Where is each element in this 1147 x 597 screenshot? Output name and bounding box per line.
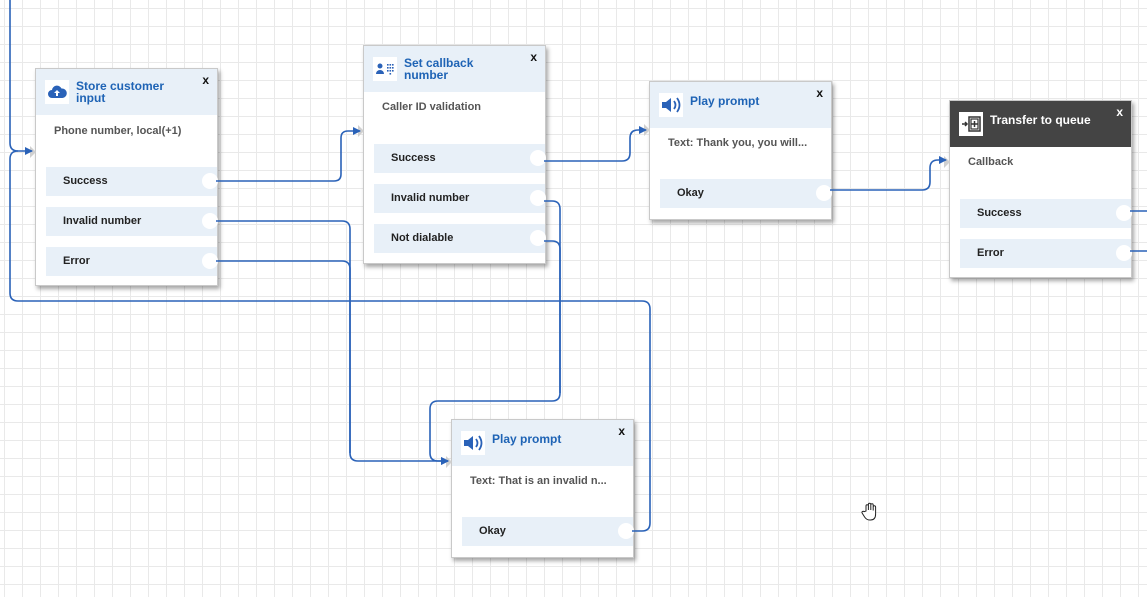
transfer-to-queue-block[interactable]: Transfer to queue x Callback Success Err… — [944, 100, 1132, 278]
contact-keypad-icon — [373, 57, 397, 81]
play-prompt-thank-you-block[interactable]: Play prompt x Text: Thank you, you will.… — [644, 81, 832, 220]
branch-okay[interactable]: Okay — [462, 517, 634, 546]
connector-set-not-dialable-to-play-prompt — [544, 240, 561, 393]
branch-output-port[interactable] — [530, 230, 546, 246]
close-block-button[interactable]: x — [816, 86, 823, 100]
branch-not-dialable[interactable]: Not dialable — [374, 224, 546, 253]
branch-label: Not dialable — [391, 232, 454, 244]
branch-success[interactable]: Success — [374, 144, 546, 173]
block-header[interactable]: Play prompt x — [650, 82, 831, 128]
block-description: Text: That is an invalid n... — [470, 475, 607, 487]
play-prompt-invalid-entry-port[interactable] — [446, 456, 452, 468]
branch-success[interactable]: Success — [960, 199, 1132, 228]
branch-invalid-number[interactable]: Invalid number — [46, 207, 218, 236]
transfer-queue-icon — [959, 112, 983, 136]
play-prompt-entry-port[interactable] — [644, 124, 650, 136]
branch-label: Success — [63, 175, 108, 187]
block-title: Store customer input — [76, 79, 165, 105]
close-block-button[interactable]: x — [202, 73, 209, 87]
block-description: Text: Thank you, you will... — [668, 137, 808, 149]
branch-success[interactable]: Success — [46, 167, 218, 196]
block-description: Callback — [968, 156, 1014, 168]
close-block-button[interactable]: x — [1116, 105, 1123, 119]
store-input-entry-port[interactable] — [30, 146, 36, 158]
set-callback-number-block[interactable]: Set callback number x Caller ID validati… — [358, 45, 546, 264]
block-header[interactable]: Set callback number x — [364, 46, 545, 92]
branch-output-port[interactable] — [202, 253, 218, 269]
branch-output-port[interactable] — [618, 523, 634, 539]
block-description: Phone number, local(+1) — [54, 125, 182, 137]
connector-entry-store-input — [9, 0, 33, 155]
transfer-queue-entry-port[interactable] — [944, 156, 950, 168]
branch-output-port[interactable] — [1116, 245, 1132, 261]
branch-output-port[interactable] — [202, 213, 218, 229]
branch-label: Error — [63, 255, 90, 267]
speaker-icon — [461, 431, 485, 455]
branch-okay[interactable]: Okay — [660, 179, 832, 208]
hand-cursor-icon — [861, 502, 877, 521]
branch-output-port[interactable] — [1116, 205, 1132, 221]
branch-label: Invalid number — [391, 192, 470, 204]
set-callback-entry-port[interactable] — [358, 125, 364, 137]
branch-error[interactable]: Error — [46, 247, 218, 276]
connector-store-success-to-set-callback — [216, 127, 361, 182]
branch-label: Error — [977, 247, 1004, 259]
close-block-button[interactable]: x — [618, 424, 625, 438]
store-customer-input-block[interactable]: Store customer input x Phone number, loc… — [30, 68, 218, 286]
branch-output-port[interactable] — [816, 185, 832, 201]
block-title: Transfer to queue — [990, 113, 1091, 127]
block-header[interactable]: Transfer to queue x — [950, 101, 1131, 147]
connector-set-success-to-play-prompt — [544, 126, 647, 162]
block-header[interactable]: Store customer input x — [36, 69, 217, 115]
branch-label: Success — [977, 207, 1022, 219]
close-block-button[interactable]: x — [530, 50, 537, 64]
branch-output-port[interactable] — [530, 190, 546, 206]
block-title: Set callback number — [404, 56, 474, 82]
block-description: Caller ID validation — [382, 101, 482, 113]
branch-label: Success — [391, 152, 436, 164]
branch-label: Invalid number — [63, 215, 142, 227]
cloud-upload-icon — [45, 80, 69, 104]
branch-error[interactable]: Error — [960, 239, 1132, 268]
block-header[interactable]: Play prompt x — [452, 420, 633, 466]
play-prompt-invalid-block[interactable]: Play prompt x Text: That is an invalid n… — [446, 419, 634, 558]
branch-label: Okay — [479, 525, 506, 537]
connector-store-error-to-play-prompt — [216, 260, 351, 453]
block-title: Play prompt — [492, 432, 562, 446]
branch-invalid-number[interactable]: Invalid number — [374, 184, 546, 213]
branch-label: Okay — [677, 187, 704, 199]
block-title: Play prompt — [690, 94, 760, 108]
branch-output-port[interactable] — [530, 150, 546, 166]
speaker-icon — [659, 93, 683, 117]
branch-output-port[interactable] — [202, 173, 218, 189]
connector-play-okay-to-transfer — [830, 156, 947, 191]
